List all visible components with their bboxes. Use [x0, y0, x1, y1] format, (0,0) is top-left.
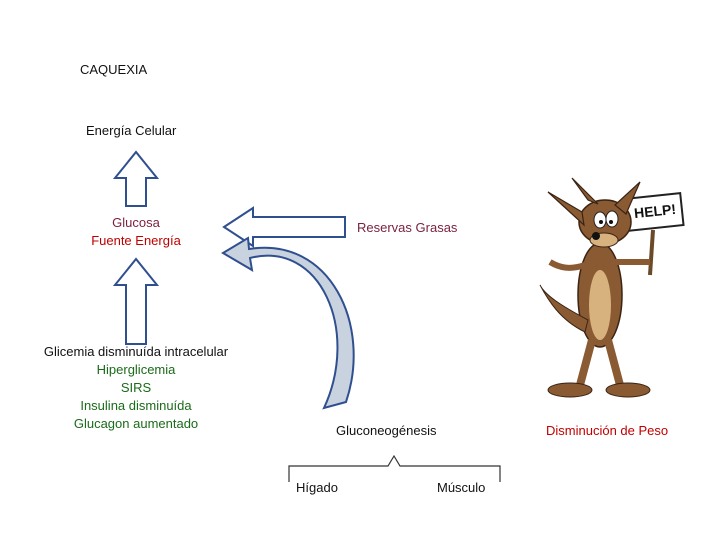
cause-item: Glucagon aumentado	[73, 416, 199, 431]
gluconeogenesis-label: Gluconeogénesis	[336, 423, 437, 438]
glucose-label: Glucosa	[112, 215, 160, 230]
cause-item: SIRS	[120, 380, 152, 395]
glucose-node: Glucosa Fuente Energía	[76, 214, 196, 250]
muscle-label: Músculo	[437, 480, 486, 495]
up-arrow-causes-to-glucose	[112, 257, 160, 345]
causes-list: Glicemia disminuída intracelular Hipergl…	[24, 343, 248, 433]
cause-item: Hiperglicemia	[96, 362, 176, 377]
cause-item: Insulina disminuída	[80, 398, 192, 413]
diagram-title: CAQUEXIA	[80, 62, 148, 77]
curved-arrow-gluconeogenesis-to-glucose	[221, 236, 355, 410]
energy-source-label: Fuente Energía	[91, 233, 181, 248]
cartoon-coyote-illustration	[539, 177, 685, 398]
cause-item: Glicemia disminuída intracelular	[43, 344, 229, 359]
liver-label: Hígado	[296, 480, 338, 495]
curly-brace	[288, 454, 501, 482]
weight-loss-label: Disminución de Peso	[546, 423, 669, 438]
left-arrow-fat-to-glucose	[222, 206, 346, 248]
cellular-energy-label: Energía Celular	[86, 123, 177, 138]
up-arrow-glucose-to-energy	[112, 150, 160, 207]
fat-reserves-label: Reservas Grasas	[357, 220, 458, 235]
